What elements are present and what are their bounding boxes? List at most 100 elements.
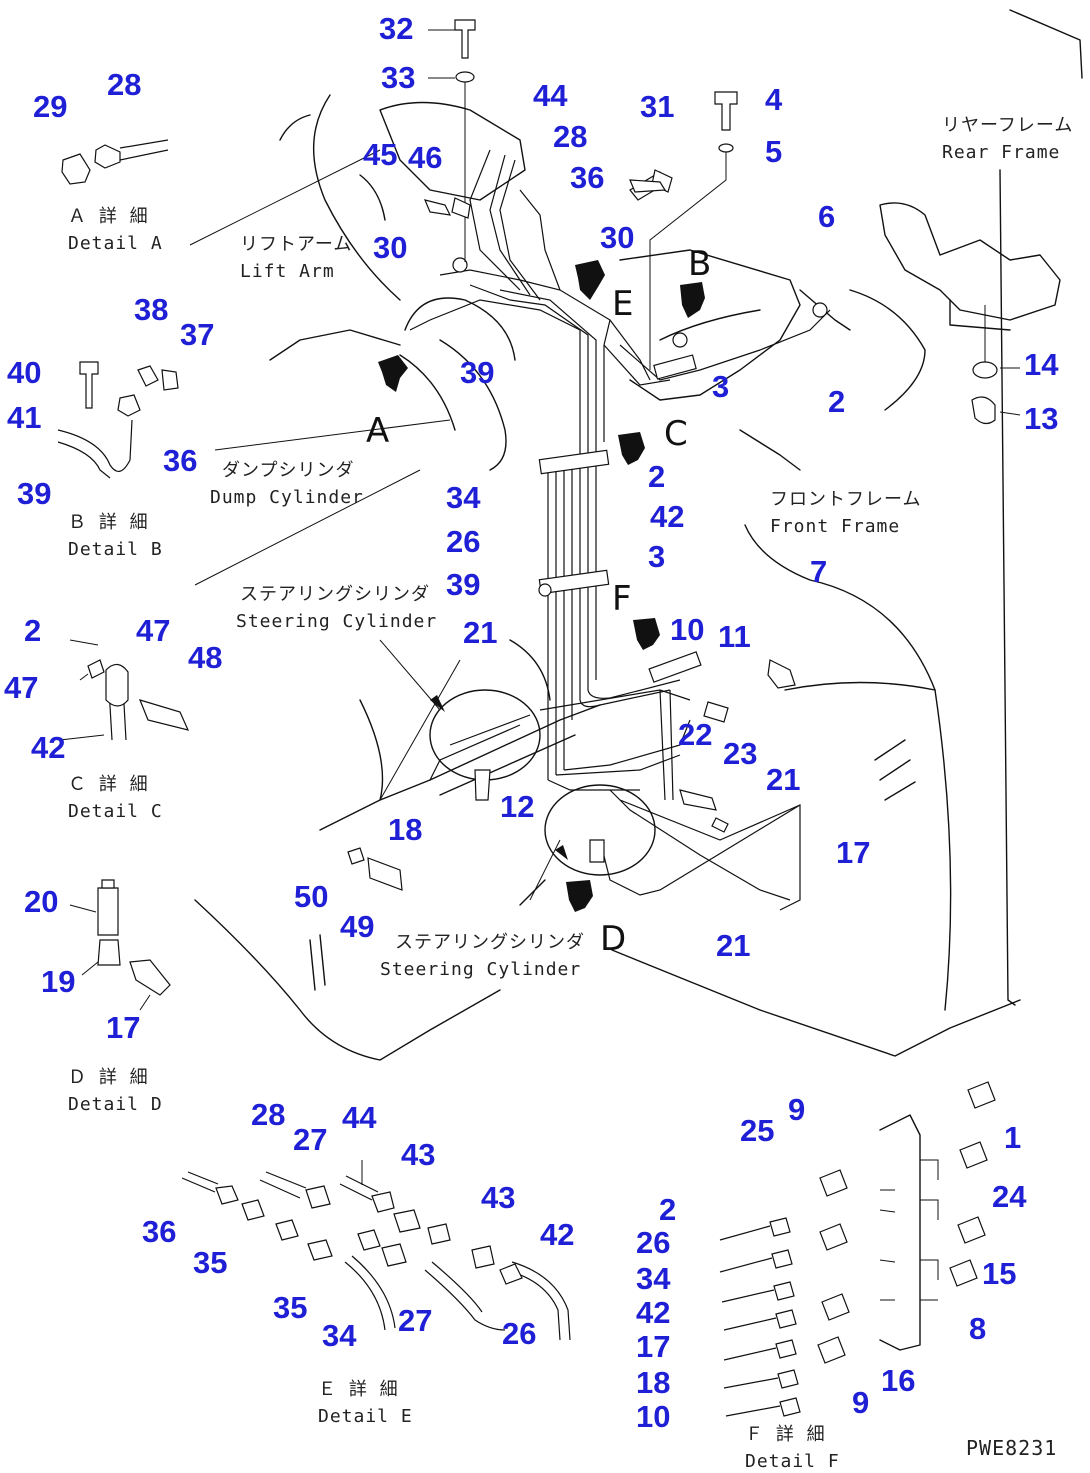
callout: 42 bbox=[636, 1295, 670, 1330]
callout: 11 bbox=[718, 619, 751, 654]
detail-b-jp-label: Ｂ 詳 細 bbox=[68, 512, 149, 533]
callout: 19 bbox=[41, 964, 75, 999]
callout: 1 bbox=[1004, 1120, 1021, 1155]
callout: 39 bbox=[17, 476, 51, 511]
callout: 40 bbox=[7, 355, 41, 390]
callout: 27 bbox=[398, 1303, 432, 1338]
callout-numbers: 32 33 44 31 4 5 29 28 45 46 28 36 30 30 … bbox=[4, 11, 1059, 1434]
callout: 28 bbox=[553, 119, 587, 154]
callout: 42 bbox=[31, 730, 65, 765]
callout: 49 bbox=[340, 909, 374, 944]
callout: 48 bbox=[188, 640, 222, 675]
view-letter-c: C bbox=[664, 414, 688, 454]
callout: 5 bbox=[765, 134, 782, 169]
callout: 50 bbox=[294, 879, 328, 914]
detail-a-jp-label: Ａ 詳 細 bbox=[68, 206, 149, 227]
callout: 21 bbox=[716, 928, 750, 963]
callout: 12 bbox=[500, 789, 534, 824]
callout: 15 bbox=[982, 1256, 1016, 1291]
callout: 23 bbox=[723, 736, 757, 771]
callout: 46 bbox=[408, 140, 442, 175]
lift-arm-jp-label: リフトアーム bbox=[240, 234, 352, 255]
callout: 31 bbox=[640, 89, 674, 124]
detail-f-label: Detail F bbox=[745, 1451, 840, 1472]
text-labels: Ａ 詳 細 Detail A Ｂ 詳 細 Detail B Ｃ 詳 細 Deta… bbox=[68, 115, 1072, 1472]
callout: 26 bbox=[446, 524, 480, 559]
callout: 35 bbox=[273, 1290, 307, 1325]
callout: 39 bbox=[446, 567, 480, 602]
callout: 36 bbox=[570, 160, 604, 195]
callout: 25 bbox=[740, 1113, 774, 1148]
callout: 34 bbox=[446, 480, 481, 515]
detail-c-jp-label: Ｃ 詳 細 bbox=[68, 774, 149, 795]
callout: 35 bbox=[193, 1245, 227, 1280]
callout: 39 bbox=[460, 355, 494, 390]
front-frame-label: Front Frame bbox=[770, 516, 900, 537]
callout: 47 bbox=[4, 670, 38, 705]
callout: 29 bbox=[33, 89, 67, 124]
callout: 3 bbox=[712, 369, 729, 404]
callout: 16 bbox=[881, 1363, 915, 1398]
view-letter-e: E bbox=[612, 284, 633, 324]
callout: 17 bbox=[836, 835, 870, 870]
detail-e-jp-label: Ｅ 詳 細 bbox=[318, 1379, 399, 1400]
callout: 30 bbox=[373, 230, 407, 265]
view-letter-b: B bbox=[688, 244, 711, 284]
detail-d-jp-label: Ｄ 詳 細 bbox=[68, 1067, 149, 1088]
dump-cylinder-jp-label: ダンプシリンダ bbox=[222, 460, 354, 481]
callout: 42 bbox=[540, 1217, 574, 1252]
callout: 10 bbox=[636, 1399, 670, 1434]
callout: 38 bbox=[134, 292, 168, 327]
callout: 17 bbox=[106, 1010, 140, 1045]
callout: 24 bbox=[992, 1179, 1027, 1214]
callout: 18 bbox=[388, 812, 422, 847]
steering-cylinder-jp-label: ステアリングシリンダ bbox=[240, 584, 430, 605]
callout: 27 bbox=[293, 1122, 327, 1157]
steering-cylinder2-jp-label: ステアリングシリンダ bbox=[395, 932, 585, 953]
callout: 26 bbox=[636, 1225, 670, 1260]
callout: 28 bbox=[107, 67, 141, 102]
callout: 2 bbox=[828, 384, 845, 419]
callout: 44 bbox=[533, 78, 568, 113]
detail-a-label: Detail A bbox=[68, 233, 163, 254]
front-frame-jp-label: フロントフレーム bbox=[770, 489, 921, 510]
callout: 45 bbox=[363, 137, 397, 172]
dump-cylinder-label: Dump Cylinder bbox=[210, 487, 364, 508]
callout: 2 bbox=[648, 459, 665, 494]
view-letter-d: D bbox=[600, 919, 626, 959]
callout: 36 bbox=[163, 443, 197, 478]
view-letters: A B C D E F bbox=[366, 244, 711, 959]
callout: 2 bbox=[24, 613, 41, 648]
callout: 36 bbox=[142, 1214, 176, 1249]
callout: 28 bbox=[251, 1097, 285, 1132]
callout: 47 bbox=[136, 613, 170, 648]
callout: 43 bbox=[481, 1180, 515, 1215]
drawing-code: PWE8231 bbox=[966, 1436, 1057, 1460]
line-art bbox=[57, 9, 1083, 1417]
callout: 32 bbox=[379, 11, 413, 46]
callout: 37 bbox=[180, 317, 214, 352]
callout: 34 bbox=[322, 1318, 357, 1353]
callout: 9 bbox=[852, 1385, 869, 1420]
callout: 42 bbox=[650, 499, 684, 534]
callout: 7 bbox=[810, 554, 827, 589]
callout: 8 bbox=[969, 1311, 986, 1346]
callout: 3 bbox=[648, 539, 665, 574]
view-letter-f: F bbox=[612, 579, 632, 619]
steering-cylinder-label: Steering Cylinder bbox=[236, 611, 437, 632]
callout: 33 bbox=[381, 60, 415, 95]
callout: 18 bbox=[636, 1365, 670, 1400]
lift-arm-label: Lift Arm bbox=[240, 261, 335, 282]
detail-b-label: Detail B bbox=[68, 539, 163, 560]
callout: 44 bbox=[342, 1100, 377, 1135]
callout: 43 bbox=[401, 1137, 435, 1172]
callout: 2 bbox=[659, 1192, 676, 1227]
view-letter-a: A bbox=[366, 411, 389, 451]
callout: 41 bbox=[7, 400, 41, 435]
rear-frame-label: Rear Frame bbox=[942, 142, 1060, 163]
callout: 13 bbox=[1024, 401, 1058, 436]
detail-c-label: Detail C bbox=[68, 801, 163, 822]
detail-f-jp-label: Ｆ 詳 細 bbox=[745, 1424, 826, 1445]
callout: 10 bbox=[670, 612, 704, 647]
